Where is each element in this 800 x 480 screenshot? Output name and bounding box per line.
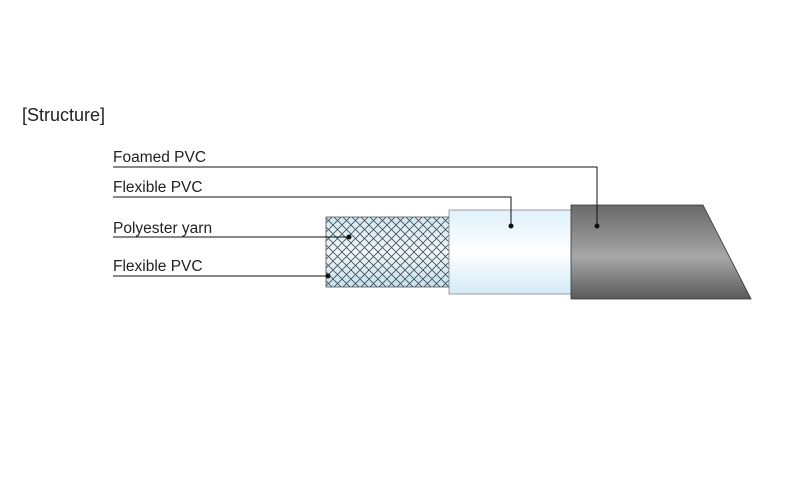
label-flexible-pvc-middle: Flexible PVC <box>113 179 203 196</box>
label-foamed-pvc: Foamed PVC <box>113 149 206 166</box>
inner-tube-layer <box>325 216 451 288</box>
leader-flexible-pvc-middle <box>113 196 512 226</box>
leader-dot-flexible-pvc-middle <box>508 223 514 229</box>
diagram-title: [Structure] <box>22 105 105 125</box>
outer-layer <box>570 204 752 300</box>
leader-dot-polyester-yarn <box>346 234 352 240</box>
label-flexible-pvc-inner: Flexible PVC <box>113 258 203 275</box>
polyester-yarn-mesh <box>326 217 450 287</box>
label-polyester-yarn: Polyester yarn <box>113 220 212 237</box>
title-word: Structure <box>27 105 100 125</box>
leader-foamed-pvc <box>113 166 598 226</box>
title-bracket-close: ] <box>100 105 105 125</box>
leader-dot-foamed-pvc <box>594 223 600 229</box>
title-bracket-open: [ <box>22 105 27 125</box>
leader-dot-flexible-pvc-inner <box>325 273 331 279</box>
